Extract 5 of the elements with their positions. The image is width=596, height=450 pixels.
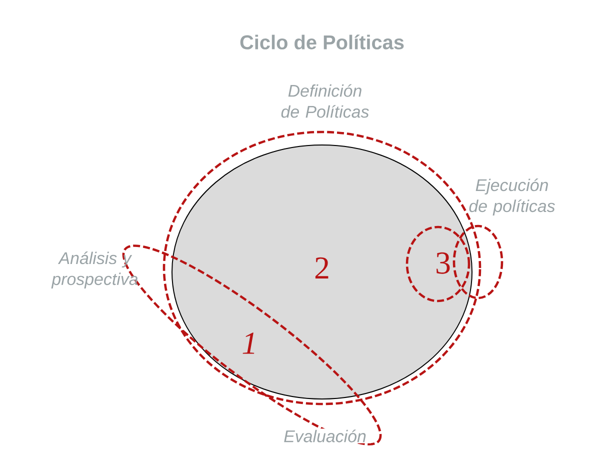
stage-label: Análisis y prospectiva [51,252,138,288]
stage-label: Definición de Políticas [281,84,369,118]
title: Ciclo de Políticas [240,34,404,50]
stage-label: Ejecución de políticas [469,178,555,216]
stage-label: Evaluación [279,428,371,444]
